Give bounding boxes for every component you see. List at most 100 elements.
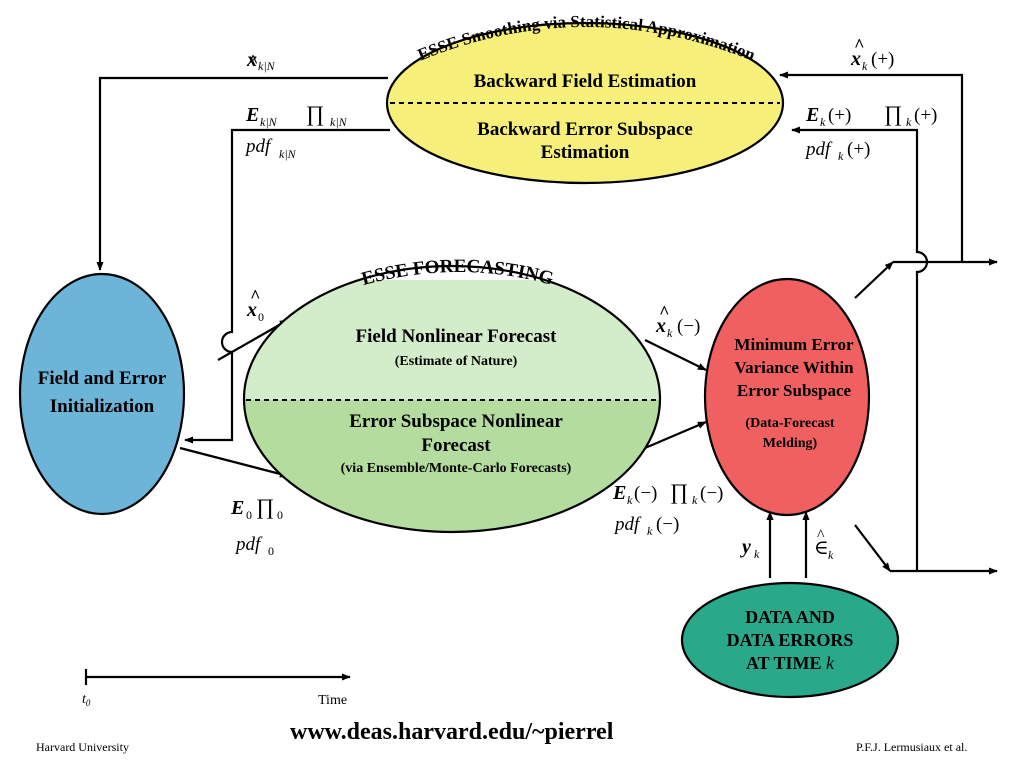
arrow-Ek-minus (644, 420, 707, 450)
field-forecast-label: Field Nonlinear Forecast (356, 326, 558, 347)
data-ellipse (680, 581, 900, 699)
time-label: Time (318, 693, 347, 708)
init-label-1: Field and Error (38, 368, 167, 389)
svg-text:^: ^ (248, 51, 258, 71)
melding-label-5: Melding) (763, 436, 818, 451)
error-forecast-sub: (via Ensemble/Monte-Carlo Forecasts) (341, 461, 572, 476)
math-labels: ^ x k|N E k|N ∏ k|N pdf k|N ^ x k (+) E … (230, 35, 937, 562)
arrow-E0 (179, 446, 289, 478)
error-forecast-label-1: Error Subspace Nonlinear (349, 411, 563, 432)
svg-text:k: k (692, 493, 698, 507)
label-eps-k: ^ ∈ k (814, 527, 834, 562)
backward-error-label-1: Backward Error Subspace (477, 119, 693, 140)
svg-text:(+): (+) (847, 139, 870, 160)
svg-text:0: 0 (246, 508, 252, 522)
arrow-melding-out-bottom (854, 524, 891, 572)
init-label-2: Initialization (50, 396, 155, 417)
footer-url-link[interactable]: www.deas.harvard.edu/~pierrel (290, 719, 614, 745)
svg-text:∏: ∏ (884, 101, 902, 126)
initialization-node: Field and Error Initialization (18, 272, 186, 516)
svg-text:(+): (+) (914, 105, 937, 126)
svg-text:^: ^ (854, 35, 864, 55)
arrow-xk-plus (779, 71, 964, 262)
label-Ek-minus: E k (−) ∏ k (−) pdf k (−) (612, 479, 723, 538)
svg-text:k: k (838, 149, 844, 163)
label-Ek-plus: E k (+) ∏ k (+) pdf k (+) (804, 101, 937, 163)
connectors (84, 71, 998, 685)
svg-text:pdf: pdf (234, 534, 263, 555)
data-label-2: DATA ERRORS (727, 630, 854, 650)
svg-text:∏: ∏ (256, 494, 274, 519)
melding-label-4: (Data-Forecast (745, 416, 834, 431)
t0-label: t0 (82, 692, 91, 708)
data-label-1: DATA AND (745, 607, 835, 627)
forecast-ellipse-bottom (244, 400, 660, 532)
svg-text:∏: ∏ (306, 101, 324, 126)
svg-text:E: E (612, 482, 626, 504)
arrow-Ek-plus (791, 126, 929, 571)
arrow-xkN (96, 76, 388, 271)
svg-text:(−): (−) (656, 514, 679, 535)
svg-text:(−): (−) (700, 483, 723, 504)
svg-text:0: 0 (268, 544, 274, 558)
svg-text:pdf: pdf (613, 514, 642, 535)
svg-text:^: ^ (659, 302, 669, 322)
data-node: DATA AND DATA ERRORS AT TIME k (680, 581, 900, 699)
backward-ellipse (385, 21, 785, 185)
arrow-melding-out-top (854, 261, 894, 299)
arrow-xk-minus (644, 339, 707, 371)
label-xk-minus: ^ x k (−) (655, 302, 700, 340)
svg-text:(+): (+) (828, 105, 851, 126)
label-E0: E 0 ∏ 0 pdf 0 (230, 494, 283, 558)
forecast-ellipse-top (244, 280, 660, 400)
label-yk: y k (740, 536, 760, 561)
svg-text:k: k (667, 326, 673, 340)
svg-text:k|N: k|N (258, 59, 276, 73)
svg-text:x: x (246, 49, 257, 71)
svg-text:k|N: k|N (260, 115, 278, 129)
melding-node: Minimum Error Variance Within Error Subs… (703, 277, 871, 517)
timeline: t0 Time (82, 692, 347, 708)
svg-text:k: k (647, 524, 653, 538)
label-x0: ^ x 0 (246, 286, 264, 324)
svg-text:x: x (246, 299, 257, 321)
svg-text:k: k (627, 493, 633, 507)
melding-label-3: Error Subspace (737, 381, 852, 400)
label-xk-plus: ^ x k (+) (850, 35, 894, 73)
error-forecast-label-2: Forecast (421, 435, 491, 456)
svg-text:0: 0 (258, 310, 264, 324)
field-forecast-sub: (Estimate of Nature) (395, 354, 518, 369)
melding-ellipse (703, 277, 871, 517)
melding-label-2: Variance Within (734, 358, 854, 377)
svg-text:∈: ∈ (814, 537, 829, 559)
footer-right: P.F.J. Lermusiaux et al. (856, 740, 968, 754)
svg-text:k|N: k|N (330, 115, 348, 129)
svg-text:0: 0 (277, 508, 283, 522)
backward-field-label: Backward Field Estimation (474, 71, 697, 92)
svg-text:k|N: k|N (279, 147, 297, 161)
svg-text:y: y (740, 536, 751, 558)
svg-text:x: x (850, 48, 861, 70)
svg-text:^: ^ (250, 286, 260, 306)
svg-text:k: k (862, 59, 868, 73)
svg-text:pdf: pdf (244, 136, 273, 157)
forecast-node: Field Nonlinear Forecast (Estimate of Na… (242, 256, 662, 534)
data-label-3: AT TIME k (746, 653, 835, 673)
svg-text:k: k (754, 547, 760, 561)
footer-left: Harvard University (36, 740, 129, 754)
svg-text:E: E (245, 104, 259, 126)
svg-text:pdf: pdf (804, 139, 833, 160)
init-ellipse (18, 272, 186, 516)
svg-text:k: k (906, 115, 912, 129)
svg-text:k: k (820, 115, 826, 129)
svg-text:E: E (805, 104, 819, 126)
svg-text:x: x (655, 315, 666, 337)
svg-text:(−): (−) (677, 316, 700, 337)
backward-error-label-2: Estimation (541, 142, 630, 163)
svg-text:∏: ∏ (670, 479, 688, 504)
svg-text:(−): (−) (634, 483, 657, 504)
label-xkN: ^ x k|N (246, 49, 276, 73)
svg-text:E: E (230, 497, 244, 519)
svg-text:k: k (828, 548, 834, 562)
